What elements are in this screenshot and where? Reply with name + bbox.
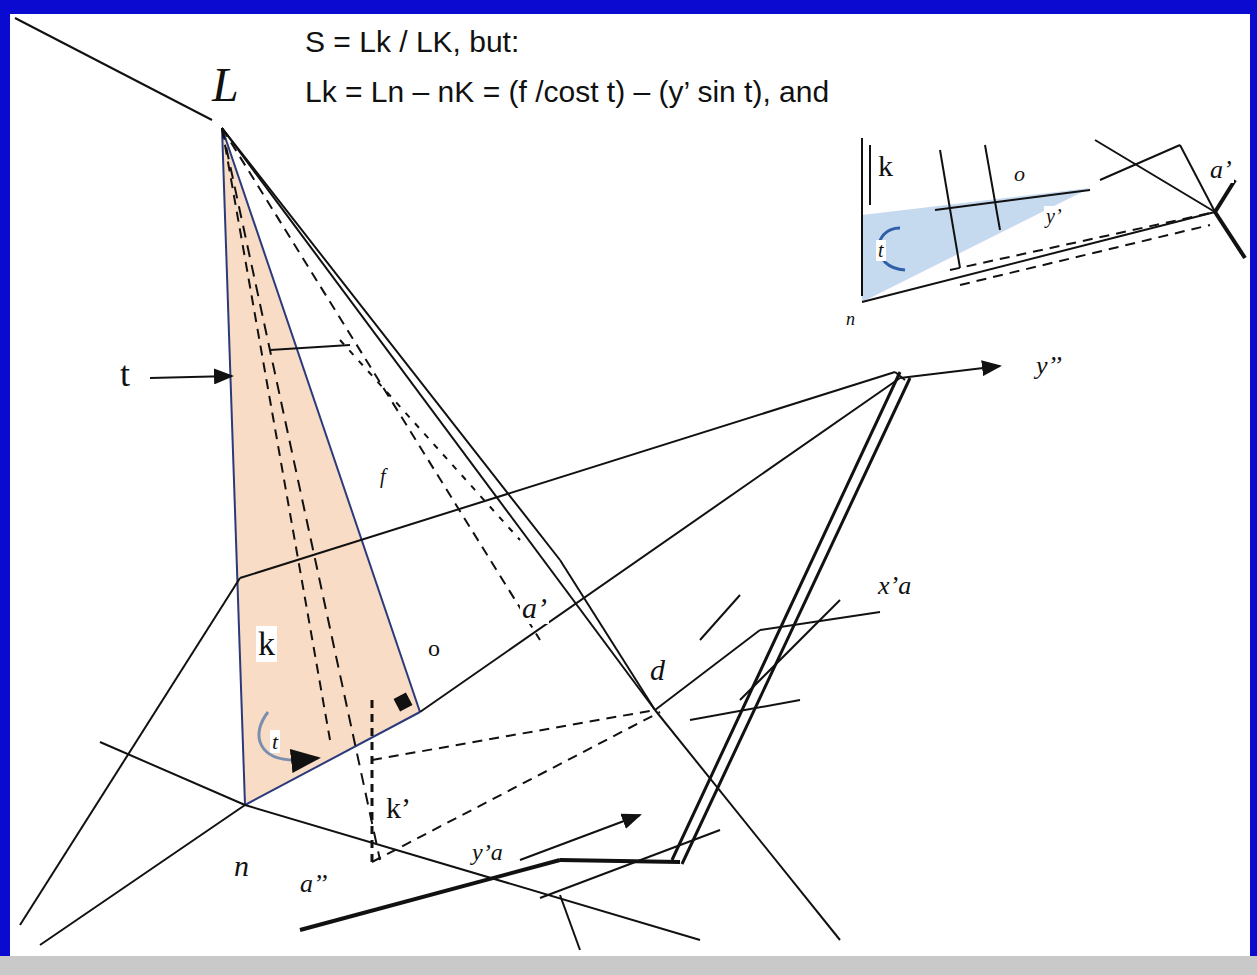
point-label: f [378, 466, 388, 487]
point-label: L [212, 60, 239, 110]
point-label: t [120, 356, 130, 394]
formula-text: S = Lk / LK, but: [305, 26, 519, 58]
bottom-strip [0, 956, 1257, 975]
point-label: n [232, 850, 251, 882]
point-label: o [426, 636, 442, 661]
point-label: d [648, 654, 667, 686]
point-label: o [1012, 162, 1027, 185]
white-panel [10, 14, 1250, 956]
point-label: t [270, 730, 280, 753]
point-label: y’’ [1034, 352, 1064, 379]
point-label: a’’ [298, 870, 329, 897]
point-label: k [876, 150, 895, 182]
point-label: t [876, 240, 886, 261]
point-label: k’ [384, 792, 413, 824]
point-label: y’a [470, 840, 505, 865]
point-label: y’ [1044, 206, 1064, 227]
point-label: k [256, 626, 277, 662]
point-label: a’ [520, 592, 549, 624]
formula-text: Lk = Ln – nK = (f /cost t) – (y’ sin t),… [305, 76, 829, 108]
point-label: x’a [876, 572, 913, 599]
point-label: n [844, 310, 857, 329]
point-label: a’ [1208, 156, 1234, 183]
